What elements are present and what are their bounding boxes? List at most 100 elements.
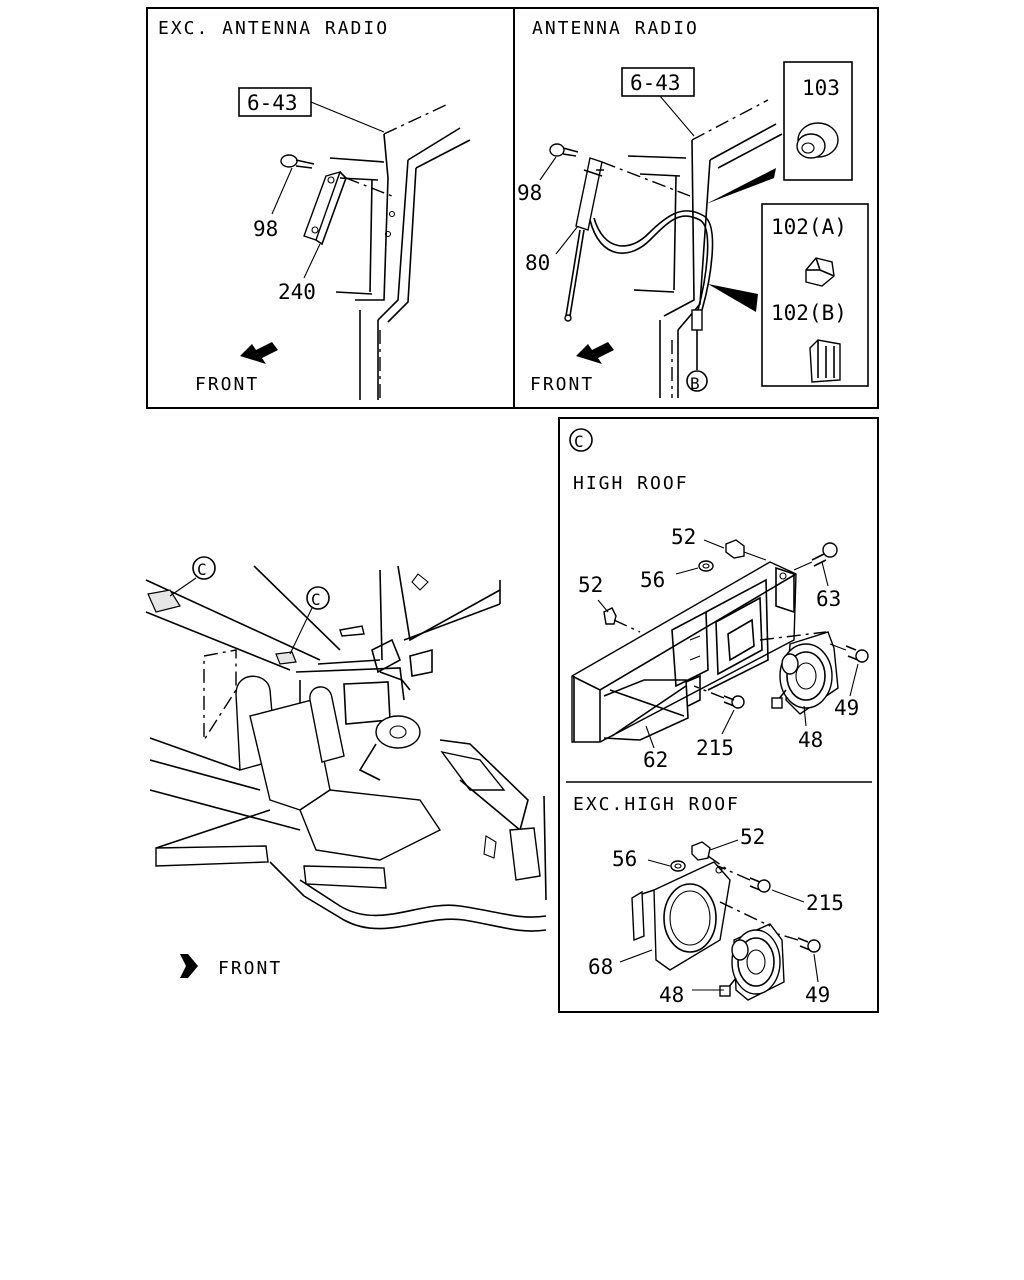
part-label-49: 49: [834, 696, 859, 720]
bolt-98: [280, 154, 315, 169]
callout-c-label: C: [197, 560, 207, 579]
detail-c-frame: [558, 417, 879, 1013]
antenna-cable: [589, 215, 709, 311]
callout-c-label: C: [311, 590, 321, 609]
clip-52: [691, 841, 729, 871]
speaker-48: [759, 631, 839, 715]
part-label-240: 240: [278, 280, 316, 304]
cover-plate-240: [303, 170, 393, 246]
screw-49: [777, 933, 821, 953]
callout-b-icon: [686, 370, 708, 392]
leader-line: [619, 949, 653, 963]
roof-speaker-pad: [275, 651, 297, 665]
ref-box: [621, 67, 695, 97]
pointer-wedge: [708, 284, 758, 312]
section-title: EXC.HIGH ROOF: [573, 794, 740, 815]
part-label-68: 68: [588, 955, 613, 979]
screw-215: [717, 865, 771, 893]
panel-title: ANTENNA RADIO: [532, 18, 699, 39]
leader-line: [310, 101, 385, 133]
panel-antenna-radio: ANTENNA RADIO 6-43 98: [517, 18, 869, 398]
part-label-56: 56: [640, 568, 665, 592]
leader-line: [645, 725, 655, 749]
clip-102a: [805, 257, 835, 287]
center-seat: [309, 686, 345, 763]
roof-speaker-pad: [147, 589, 181, 613]
part-label-62: 62: [643, 748, 668, 772]
cable-connector: [691, 309, 703, 331]
leader-line: [271, 167, 293, 215]
inset-102b-label: 102(B): [771, 301, 847, 325]
leader-line: [813, 953, 819, 983]
leader-line: [721, 709, 735, 735]
leader-line: [597, 599, 609, 613]
part-label-52: 52: [740, 825, 765, 849]
nut-56: [698, 560, 714, 572]
part-label-98: 98: [517, 181, 542, 205]
seat-cushion: [299, 789, 442, 861]
steering-wheel: [375, 715, 421, 749]
section-exc-high-roof: EXC.HIGH ROOF 68 56 52: [573, 794, 844, 1007]
part-label-48: 48: [798, 728, 823, 752]
front-label: FRONT: [218, 958, 282, 979]
callout-c-icon: [569, 428, 593, 452]
clip-52: [725, 539, 767, 561]
speaker-48: [719, 901, 785, 1001]
part-label-80: 80: [525, 251, 550, 275]
top-frame: [146, 7, 879, 409]
clip-52: [603, 607, 641, 633]
callout-c-icon: [192, 556, 216, 580]
part-label-48: 48: [659, 983, 684, 1007]
leader-line: [555, 225, 579, 255]
screw-63: [793, 542, 838, 571]
leader-line: [675, 567, 699, 575]
inset-102: [761, 203, 869, 387]
cab-pillar-structure: [627, 99, 783, 398]
part-label-49: 49: [805, 983, 830, 1007]
leader-line: [849, 663, 859, 697]
part-label-215: 215: [696, 736, 734, 760]
leader-line: [539, 156, 557, 181]
section-title: HIGH ROOF: [573, 473, 689, 494]
front-arrow-icon: [240, 342, 278, 364]
speaker-box-62: [571, 561, 797, 743]
grommet-103: [796, 122, 839, 159]
cab-interior-view: C C: [145, 556, 547, 979]
front-arrow-icon: [576, 342, 614, 364]
clip-102b: [809, 339, 841, 383]
leader-line: [803, 705, 807, 727]
panel-exc-antenna-radio: EXC. ANTENNA RADIO 6-43 9: [158, 18, 471, 400]
part-label-98: 98: [253, 217, 278, 241]
antenna-80: [564, 157, 691, 322]
part-label-52: 52: [671, 525, 696, 549]
panel-title: EXC. ANTENNA RADIO: [158, 18, 389, 39]
part-label-215: 215: [806, 891, 844, 915]
callout-b-label: B: [690, 374, 700, 393]
part-label-63: 63: [816, 587, 841, 611]
inset-103: [783, 61, 853, 181]
front-arrow-icon: [180, 954, 198, 978]
inset-103-label: 103: [802, 76, 840, 100]
leader-line: [647, 859, 671, 867]
leader-line: [303, 243, 321, 279]
inset-102a-label: 102(A): [771, 215, 847, 239]
section-high-roof: HIGH ROOF 62 52: [571, 473, 869, 772]
leader-line: [771, 889, 805, 903]
front-label: FRONT: [530, 374, 594, 395]
callout-c-label: C: [574, 432, 584, 451]
front-label: FRONT: [195, 374, 259, 395]
ref-label: 6-43: [247, 91, 298, 115]
bracket-68: [631, 861, 731, 971]
part-label-56: 56: [612, 847, 637, 871]
callout-c-icon: [306, 586, 330, 610]
ref-label: 6-43: [630, 71, 681, 95]
leader-line: [659, 95, 695, 137]
leader-line: [703, 539, 725, 549]
bolt-98: [549, 143, 579, 157]
screw-215: [693, 685, 745, 709]
pointer-wedge: [706, 168, 776, 204]
leader-line: [709, 839, 739, 851]
leader-line: [821, 561, 829, 587]
screw-49: [829, 643, 869, 663]
